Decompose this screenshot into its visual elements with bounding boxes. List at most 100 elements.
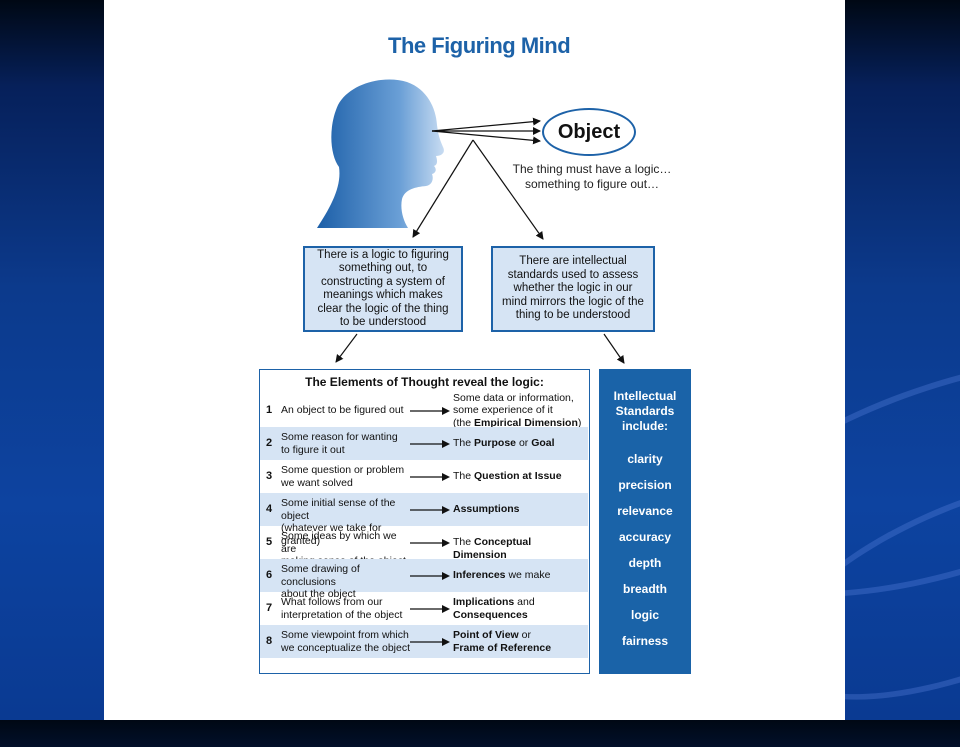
element-row: 1 An object to be figured out Some data or… bbox=[260, 392, 588, 430]
standard-item: accuracy bbox=[618, 530, 672, 544]
element-effect-line: Inferences we make bbox=[453, 569, 583, 582]
element-cause-line: Some drawing of conclusions bbox=[281, 563, 360, 588]
element-text: ) bbox=[577, 416, 582, 429]
element-text: or bbox=[516, 437, 532, 450]
element-effect-line: The Purpose or Goal bbox=[453, 437, 583, 450]
element-number: 4 bbox=[266, 503, 273, 515]
element-number: 3 bbox=[266, 470, 273, 482]
standards-intro-text: There are intellectual standards used to… bbox=[502, 255, 644, 322]
element-text: and bbox=[514, 596, 535, 608]
element-term: Assumptions bbox=[453, 503, 520, 516]
element-cause-line: (whatever we take for granted) bbox=[281, 522, 382, 547]
element-number: 8 bbox=[266, 635, 273, 647]
standards-title-line: Intellectual bbox=[613, 389, 677, 403]
element-cause-line: Some reason for wanting bbox=[281, 431, 398, 443]
element-effect-line: Frame of Reference bbox=[453, 642, 583, 655]
element-text: The bbox=[453, 437, 475, 450]
object-oval: Object bbox=[542, 108, 636, 156]
standards-title-line: include: bbox=[621, 419, 668, 433]
element-effect-line: Assumptions bbox=[453, 503, 583, 516]
slide-canvas: The Figuring Mind Object bbox=[104, 0, 845, 720]
logic-figuring-text: There is a logic to figuring something o… bbox=[317, 248, 449, 329]
object-caption-line: something to figure out… bbox=[524, 177, 660, 191]
element-text: Some data or information, bbox=[453, 391, 574, 404]
element-cause-line: Some viewpoint from which bbox=[281, 629, 409, 641]
object-caption: The thing must have a logic… something t… bbox=[496, 162, 688, 192]
element-cause: An object to be figured out bbox=[281, 404, 413, 417]
element-cause-line: Some initial sense of the object bbox=[281, 497, 396, 522]
element-effect-line: The Conceptual Dimension bbox=[453, 536, 583, 561]
element-effect: The Purpose or Goal bbox=[453, 437, 583, 450]
element-arrow-icon bbox=[410, 407, 450, 415]
element-text: The bbox=[453, 470, 475, 483]
elements-header: The Elements of Thought reveal the logic… bbox=[305, 375, 544, 389]
standards-title-line: Standards bbox=[615, 404, 675, 418]
element-number: 6 bbox=[266, 569, 273, 581]
element-effect-line: (the Empirical Dimension) bbox=[453, 417, 583, 430]
element-arrow-icon bbox=[410, 605, 450, 613]
object-caption-line: The thing must have a logic… bbox=[512, 162, 672, 176]
standard-item: breadth bbox=[622, 582, 667, 596]
element-row: 4 Some initial sense of the object(whatev… bbox=[260, 493, 588, 547]
element-cause-line: interpretation of the object bbox=[281, 608, 403, 621]
element-text: we make bbox=[505, 569, 551, 582]
standard-item: relevance bbox=[617, 504, 673, 518]
element-number: 5 bbox=[266, 536, 273, 548]
element-cause-line: about the object bbox=[281, 588, 356, 600]
elements-of-thought-panel: The Elements of Thought reveal the logic… bbox=[259, 369, 590, 674]
element-term: Empirical Dimension bbox=[474, 416, 578, 429]
standard-item: logic bbox=[630, 608, 659, 622]
element-cause-line: Some question or problem bbox=[281, 464, 405, 476]
logic-figuring-box: There is a logic to figuring something o… bbox=[303, 246, 463, 332]
element-effect: The Question at Issue bbox=[453, 470, 583, 483]
element-term: Goal bbox=[531, 437, 555, 450]
element-cause: Some initial sense of the object(whateve… bbox=[281, 497, 413, 547]
element-effect: Inferences we make bbox=[453, 569, 583, 582]
element-number: 1 bbox=[266, 404, 273, 416]
element-effect-line: Consequences bbox=[453, 609, 583, 622]
diagram-title: The Figuring Mind bbox=[388, 33, 571, 58]
element-effect-line: Some data or information, bbox=[453, 392, 583, 405]
element-effect-line: some experience of it bbox=[453, 404, 583, 417]
element-term: Point of View bbox=[453, 629, 519, 641]
standards-intro-box: There are intellectual standards used to… bbox=[491, 246, 655, 332]
element-arrow-icon bbox=[410, 638, 450, 646]
element-cause-line: An object to be figured out bbox=[281, 404, 404, 417]
element-arrow-icon bbox=[410, 539, 450, 547]
element-number: 2 bbox=[266, 437, 273, 449]
element-term: Consequences bbox=[453, 608, 528, 621]
element-effect: The Conceptual Dimension bbox=[453, 536, 583, 561]
element-term: Conceptual Dimension bbox=[453, 536, 532, 561]
standard-item: fairness bbox=[621, 634, 669, 648]
element-arrow-icon bbox=[410, 473, 450, 481]
element-cause-line: we conceptualize the object bbox=[281, 641, 410, 654]
element-cause-line: Some ideas by which we are bbox=[281, 530, 397, 555]
standard-item: depth bbox=[628, 556, 662, 570]
element-term: Purpose bbox=[474, 437, 517, 450]
element-term: Implications bbox=[453, 596, 515, 608]
element-number: 7 bbox=[266, 602, 273, 614]
element-arrow-icon bbox=[410, 572, 450, 580]
element-cause-line: What follows from our bbox=[281, 596, 383, 608]
element-effect: Assumptions bbox=[453, 503, 583, 516]
element-effect: Some data or information,some experience… bbox=[453, 392, 583, 430]
standards-title: Intellectual Standards include: bbox=[599, 369, 691, 434]
element-cause-line: we want solved bbox=[281, 476, 353, 489]
element-effect-line: Point of View or bbox=[453, 629, 583, 642]
element-text: or bbox=[518, 629, 531, 641]
element-effect-line: Implications and bbox=[453, 596, 583, 609]
connector-lines bbox=[335, 117, 625, 364]
element-text: (the bbox=[453, 416, 475, 429]
element-effect-line: The Question at Issue bbox=[453, 470, 583, 483]
